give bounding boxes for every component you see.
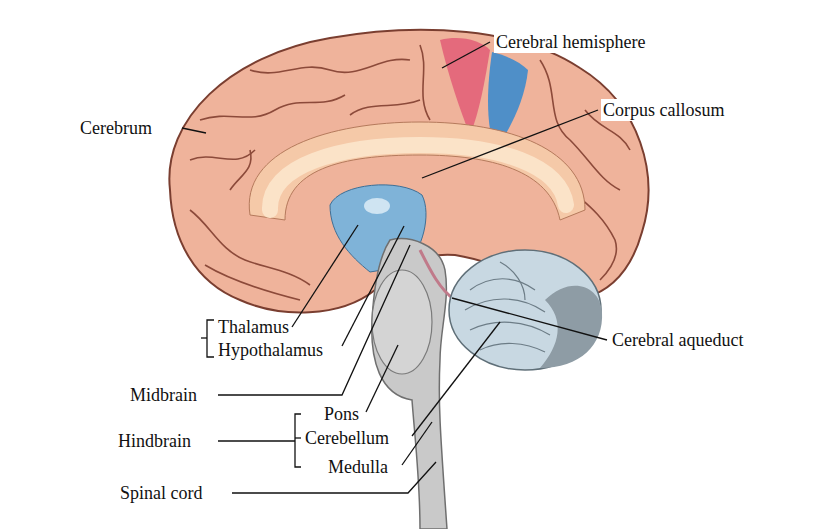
leader-lines xyxy=(182,42,607,493)
pons-shape xyxy=(372,270,432,374)
part-label: Thalamus xyxy=(216,316,291,338)
cerebellum-dark xyxy=(540,286,602,368)
part-label: Hypothalamus xyxy=(216,339,325,361)
part-label: Cerebral aqueduct xyxy=(610,329,745,351)
brainstem-shape xyxy=(372,239,447,529)
part-label: Midbrain xyxy=(128,384,199,406)
part-label: Corpus callosum xyxy=(601,99,727,121)
part-label: Pons xyxy=(322,403,361,425)
part-label: Medulla xyxy=(326,456,390,478)
part-label: Spinal cord xyxy=(118,482,205,504)
part-label: Cerebellum xyxy=(303,427,391,449)
aqueduct-line xyxy=(420,250,455,300)
part-label: Hindbrain xyxy=(116,430,193,452)
part-label: Cerebrum xyxy=(78,117,154,139)
part-label: Cerebral hemisphere xyxy=(494,31,647,53)
thalamus-highlight xyxy=(364,198,390,214)
motor-band xyxy=(440,38,490,135)
cerebellum-folia xyxy=(465,262,550,352)
